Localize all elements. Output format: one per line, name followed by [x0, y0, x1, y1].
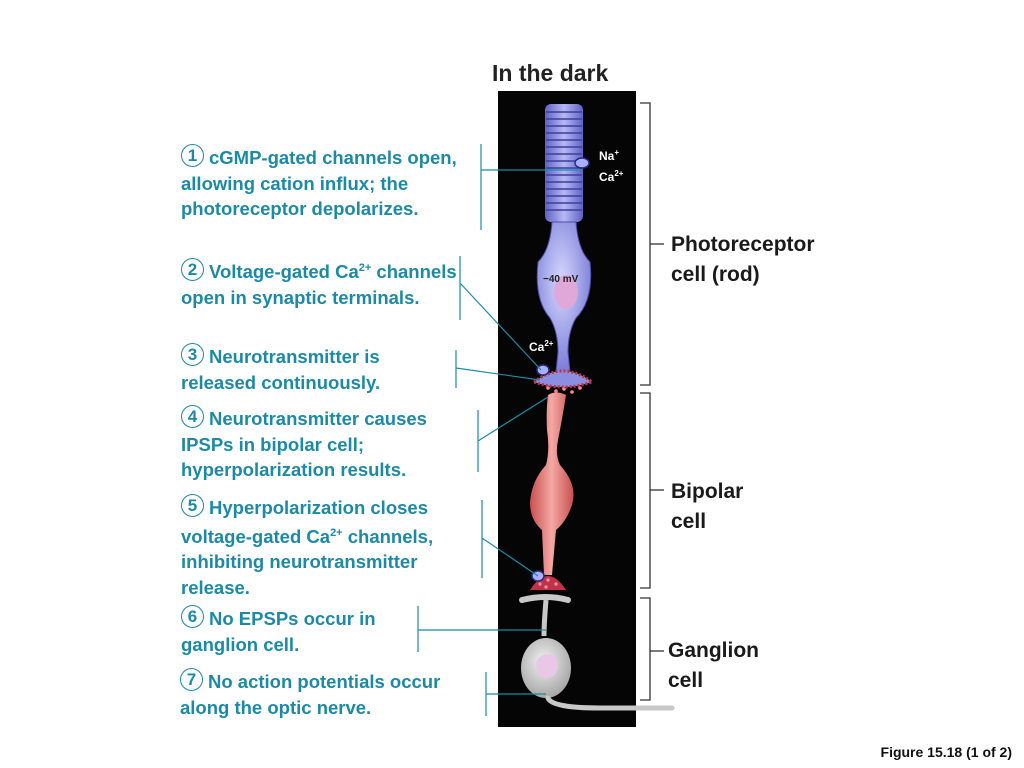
- step-number: 1: [181, 144, 204, 167]
- sodium-ion-label: Na+: [599, 148, 619, 163]
- panel-title: In the dark: [492, 60, 609, 86]
- step-number: 2: [181, 258, 204, 282]
- synaptic-calcium-label: Ca2+: [529, 339, 554, 354]
- membrane-potential-label: −40 mV: [543, 274, 579, 285]
- ganglion-label: Ganglion cell: [668, 639, 759, 692]
- bipolar-label: Bipolar cell: [671, 480, 744, 533]
- leader-lines: [417, 144, 582, 716]
- step-number: 6: [181, 605, 204, 628]
- figure-caption: Figure 15.18 (1 of 2): [880, 744, 1012, 760]
- ganglion-dendrite: [519, 594, 571, 603]
- step-number: 7: [180, 668, 203, 691]
- rod-synaptic-terminal: [530, 369, 596, 389]
- cgmp-channel: [574, 157, 590, 169]
- calcium-ion-label: Ca2+: [599, 169, 624, 184]
- optic-nerve-axon: [545, 695, 675, 711]
- rod-outer-segment: [545, 104, 583, 222]
- step-number: 4: [181, 405, 204, 428]
- region-brackets: [640, 102, 664, 701]
- step-number: 5: [181, 494, 204, 517]
- step-number: 3: [181, 343, 204, 366]
- rod-nucleus: [554, 275, 578, 309]
- bipolar-cell: [530, 392, 574, 575]
- ganglion-nucleus: [536, 654, 558, 678]
- synaptic-ca-channel: [536, 364, 550, 376]
- photoreceptor-label: Photoreceptor cell (rod): [671, 233, 815, 286]
